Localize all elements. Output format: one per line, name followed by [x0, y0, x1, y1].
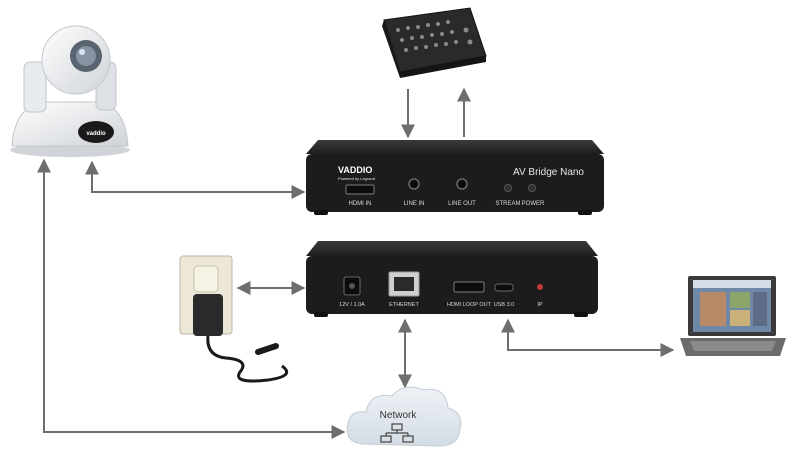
rear-port-label: IP [537, 302, 543, 308]
camera-bridge-connector [85, 160, 306, 199]
network-label: Network [380, 410, 418, 421]
rear-port-label: ETHERNET [389, 302, 419, 308]
front-port-label: STREAM [495, 201, 520, 207]
wall-power-adapter-icon [179, 255, 289, 383]
rear-port-label: USB 3.0 [494, 302, 514, 308]
usb-port [494, 283, 514, 292]
hdmi-in-port [345, 184, 375, 195]
camera-network-connector [37, 158, 346, 439]
front-model-name: AV Bridge Nano [513, 167, 584, 178]
front-port-label: HDMI IN [349, 201, 372, 207]
audio-mixer-icon [382, 7, 487, 78]
network-cloud: Network [346, 386, 462, 447]
ptz-camera-icon: vaddio [10, 25, 130, 157]
hdmi-loop-out-port [453, 281, 485, 293]
usb-laptop-connector [501, 318, 675, 357]
stream-led [504, 184, 512, 192]
rear-port-label: HDMI LOOP OUT [447, 302, 492, 308]
network-topology-icon [380, 423, 414, 443]
line-out-port [456, 178, 468, 190]
av-bridge-front-panel: VADDIO Powered by Legrand AV Bridge Nano… [306, 140, 604, 215]
av-bridge-rear-panel: 12V / 1.0A ETHERNET HDMI LOOP OUT USB 3.… [306, 241, 598, 317]
line-in-port [408, 178, 420, 190]
ip-reset-button [537, 284, 543, 290]
connectors [37, 87, 675, 439]
camera-badge: vaddio [86, 131, 106, 137]
power-led [528, 184, 536, 192]
laptop-icon [680, 276, 786, 356]
front-brand-sub: Powered by Legrand [338, 176, 375, 181]
front-port-label: POWER [522, 201, 545, 207]
front-port-label: LINE OUT [448, 201, 476, 207]
rear-port-label: 12V / 1.0A [339, 302, 365, 308]
front-brand: VADDIO [338, 165, 372, 175]
front-port-label: LINE IN [403, 201, 424, 207]
